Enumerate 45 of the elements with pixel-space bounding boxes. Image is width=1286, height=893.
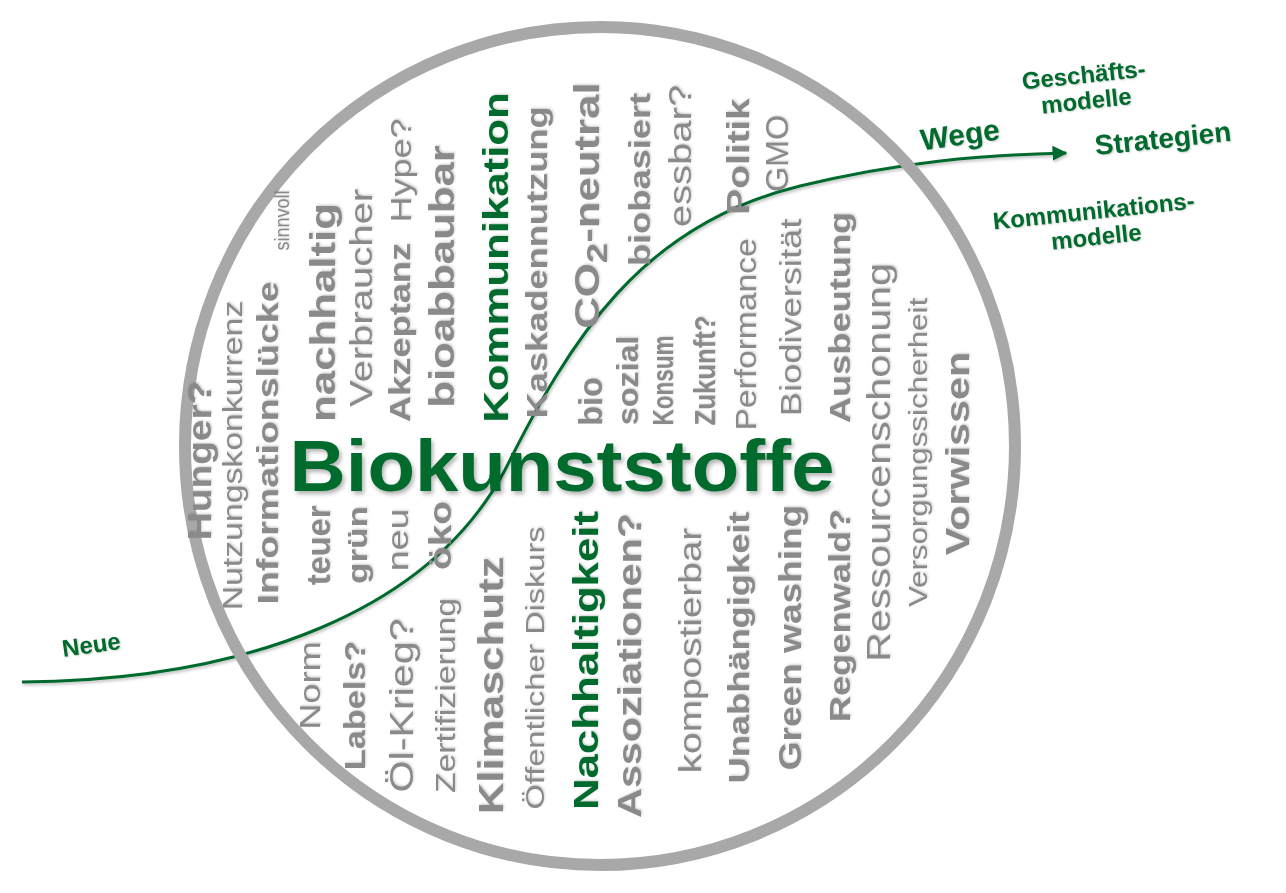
word-cloud-term: Kaskadennutzung — [523, 106, 553, 419]
edge-label: Neue — [60, 628, 123, 663]
curved-arrow — [21, 145, 1068, 684]
word-cloud-term: Versorgungssicherheit — [905, 297, 931, 608]
word-cloud-term: Ressourcenschonung — [861, 263, 895, 662]
word-cloud-term: Verbraucher — [345, 188, 378, 407]
word-cloud-term: Norm — [295, 640, 325, 730]
word-cloud-term: Akzeptanz — [385, 242, 415, 423]
word-cloud-term: Green washing — [774, 504, 806, 771]
word-cloud-term: öko — [424, 500, 456, 570]
word-cloud-term: sozial — [613, 335, 643, 425]
word-cloud-term: bio — [573, 376, 607, 426]
word-cloud-term: Regenwald? — [825, 508, 855, 722]
word-cloud-term: Labels? — [341, 640, 371, 770]
word-cloud-term: Nutzungskonkurrenz — [220, 300, 248, 610]
word-cloud-term: Klimaschutz — [472, 556, 508, 814]
word-cloud-term: Öffentlicher Diskurs — [522, 526, 549, 809]
word-cloud-term: bioabbaubar — [423, 145, 459, 408]
word-cloud-term: GMO — [761, 114, 793, 193]
word-cloud-term: Informationslücke — [253, 281, 284, 605]
word-cloud-term: essbar? — [663, 84, 696, 228]
word-cloud-term: grün — [344, 506, 373, 584]
word-cloud-term: Biodiversität — [777, 218, 807, 417]
word-cloud-term: teuer — [301, 505, 335, 585]
word-cloud-term: nachhaltig — [304, 203, 340, 422]
word-cloud-term: neu — [383, 508, 414, 572]
word-cloud-term: Konsum — [648, 335, 678, 425]
word-cloud-term: Hunger? — [183, 380, 217, 540]
word-cloud-term: Kommunikation — [477, 92, 513, 423]
word-cloud-term: Zukunft? — [690, 315, 720, 425]
word-cloud-term: Assoziationen? — [613, 512, 647, 818]
word-cloud-term: Öl-Krieg? — [384, 617, 418, 793]
annotation-text: Wege — [917, 111, 1003, 159]
word-cloud-term: Zertifizierung — [432, 597, 460, 793]
annotation-text: Kommunikations- modelle — [990, 185, 1197, 257]
word-cloud-term: Vorwissen — [940, 351, 974, 556]
word-cloud-term: kompostierbar — [674, 527, 706, 773]
word-cloud-term: Nachhaltigkeit — [567, 510, 603, 810]
word-cloud-term: Politik — [722, 97, 754, 215]
word-cloud-term: sinnvoll — [270, 190, 292, 250]
word-cloud-term: Hype? — [387, 118, 417, 222]
word-cloud-term: Ausbeutung — [825, 211, 855, 424]
word-cloud-term: biobasiert — [625, 92, 655, 266]
word-cloud-term: Performance — [731, 237, 761, 431]
word-cloud-term: Unabhängigkeit — [725, 511, 755, 784]
